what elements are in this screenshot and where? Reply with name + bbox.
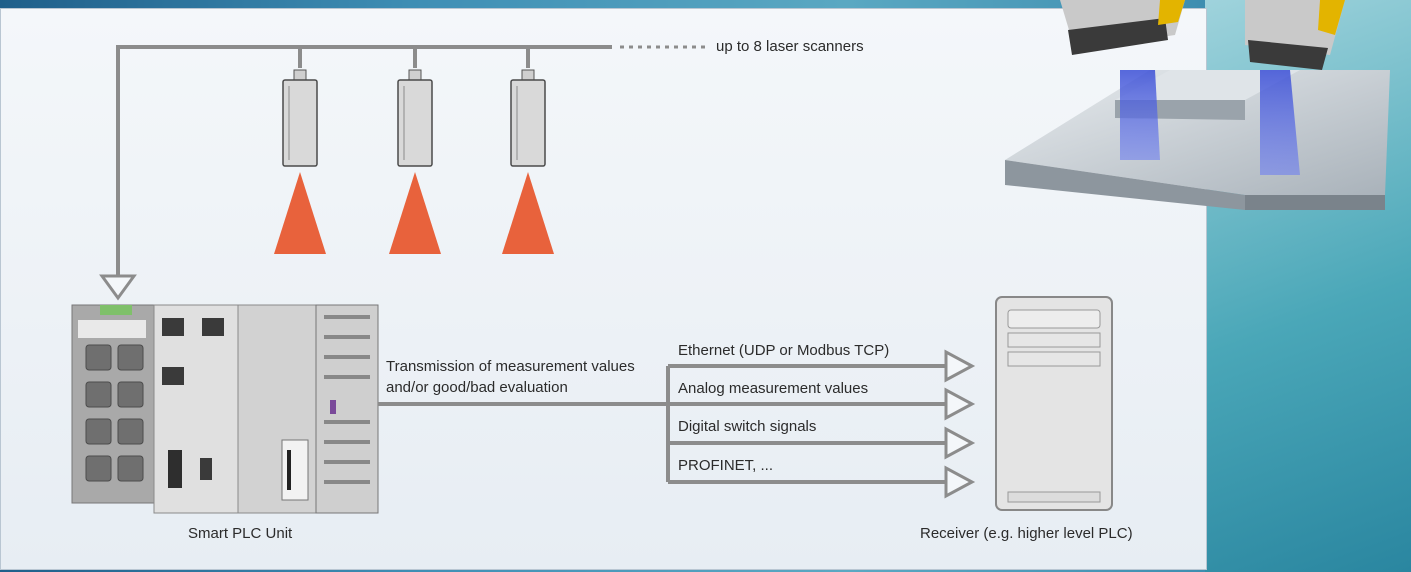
transmission-label-line-2: and/or good/bad evaluation [386, 379, 568, 396]
laser-scanner-1 [274, 69, 326, 254]
scanner-illustration [1005, 0, 1390, 210]
scanners-note: up to 8 laser scanners [716, 38, 864, 55]
laser-beam-blue-2 [1260, 70, 1300, 175]
output-label-analog: Analog measurement values [678, 380, 869, 397]
output-arrow-heads [944, 349, 976, 499]
bus-arrow-head [99, 274, 137, 301]
receiver-device [995, 296, 1113, 511]
laser-scanner-2 [389, 69, 441, 254]
output-label-ethernet: Ethernet (UDP or Modbus TCP) [678, 342, 890, 359]
transmission-line [378, 364, 948, 484]
laser-beam-blue-1 [1120, 70, 1160, 160]
scanner-device-3d-1 [1060, 0, 1185, 55]
scanner-device-3d-2 [1245, 0, 1345, 70]
laser-scanner-3 [502, 69, 554, 254]
smart-plc-unit [71, 304, 379, 514]
scanner-bus [116, 45, 705, 278]
receiver-label: Receiver (e.g. higher level PLC) [920, 525, 1133, 542]
transmission-label-line-1: Transmission of measurement values [386, 358, 635, 375]
output-label-profinet: PROFINET, ... [678, 457, 774, 474]
plc-label: Smart PLC Unit [188, 525, 293, 542]
output-label-digital: Digital switch signals [678, 418, 817, 435]
